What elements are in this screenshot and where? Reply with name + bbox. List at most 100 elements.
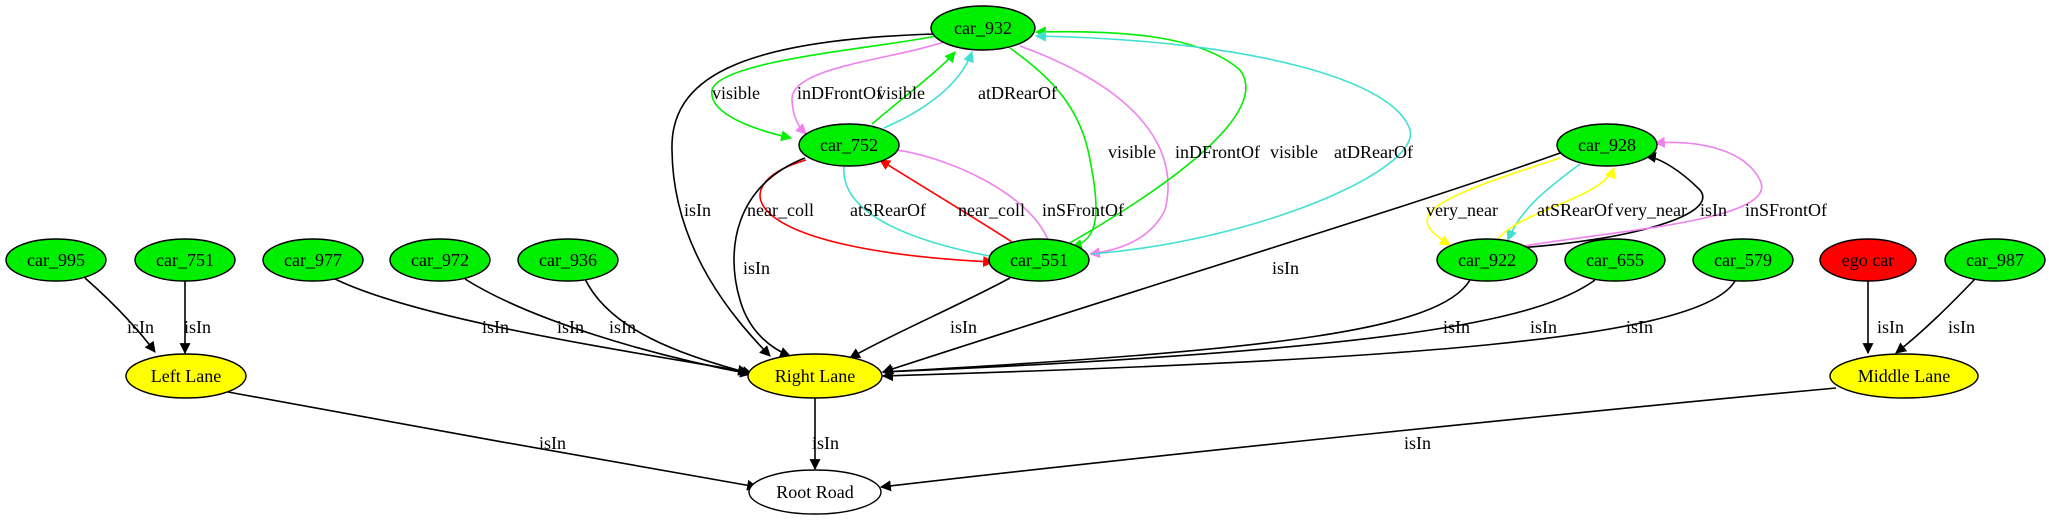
edge-label: isIn xyxy=(557,317,584,337)
edge-label: inDFrontOf xyxy=(1175,142,1260,162)
edge-label: isIn xyxy=(609,317,636,337)
edge-left_lane-root_road-isIn xyxy=(227,391,759,491)
node-ellipse xyxy=(1944,238,2046,282)
edge-label: very_near xyxy=(1615,200,1687,220)
node-label: car_922 xyxy=(1458,250,1516,270)
node-label: car_977 xyxy=(284,250,342,270)
edge-label: atSRearOf xyxy=(850,200,926,220)
edges-layer xyxy=(84,26,1976,492)
edge-label: inSFrontOf xyxy=(1042,200,1124,220)
edge-car_995-left_lane-isIn xyxy=(84,277,156,353)
node-label: car_551 xyxy=(1010,250,1068,270)
edge-label: isIn xyxy=(743,258,770,278)
edge-car_752-car_932-atDRearOf xyxy=(883,50,974,129)
edge-label: isIn xyxy=(1272,258,1299,278)
node-ellipse xyxy=(1564,238,1666,282)
edge-car_922-car_928-isIn xyxy=(1517,151,1704,249)
node-car-936: car_936 xyxy=(517,238,619,282)
edge-car_922-car_928-very_near xyxy=(1496,166,1616,241)
node-ellipse xyxy=(5,238,107,282)
edge-label: atSRearOf xyxy=(1537,200,1613,220)
edge-car_551-car_752-near_coll xyxy=(879,159,1013,243)
edge-car_977-right_lane-isIn xyxy=(334,278,750,376)
node-car-977: car_977 xyxy=(262,238,364,282)
edge-car_579-right_lane-isIn xyxy=(881,280,1736,382)
edge-car_752-car_932-visible xyxy=(871,51,956,125)
edge-label: inSFrontOf xyxy=(1745,200,1827,220)
node-ellipse xyxy=(125,353,247,399)
edge-car_928-car_922-atSRearOf xyxy=(1506,163,1581,242)
node-car-987: car_987 xyxy=(1944,238,2046,282)
node-ellipse xyxy=(134,238,236,282)
node-ellipse xyxy=(1819,238,1917,282)
node-ellipse xyxy=(517,238,619,282)
edge-label: very_near xyxy=(1426,200,1498,220)
edge-car_932-right_lane-isIn xyxy=(671,33,936,357)
node-label: car_655 xyxy=(1586,250,1644,270)
edge-label: atDRearOf xyxy=(1334,142,1413,162)
node-root-road: Root Road xyxy=(748,469,882,515)
edge-label: visible xyxy=(712,83,760,103)
edge-label: isIn xyxy=(812,433,839,453)
edge-car_928-right_lane-isIn xyxy=(881,151,1564,375)
edge-label: visible xyxy=(1270,142,1318,162)
node-ellipse xyxy=(748,469,882,515)
edge-label: isIn xyxy=(1877,317,1904,337)
node-label: car_752 xyxy=(820,135,878,155)
edge-label: near_coll xyxy=(747,200,814,220)
edge-car_972-right_lane-isIn xyxy=(464,278,752,378)
node-car-751: car_751 xyxy=(134,238,236,282)
node-left-lane: Left Lane xyxy=(125,353,247,399)
edge-label: isIn xyxy=(184,317,211,337)
edge-label: isIn xyxy=(1626,317,1653,337)
node-ellipse xyxy=(262,238,364,282)
node-label: Right Lane xyxy=(775,366,855,386)
edge-car_551-right_lane-isIn xyxy=(849,277,1011,359)
edge-car_987-middle_lane-isIn xyxy=(1895,278,1976,354)
node-ellipse xyxy=(798,123,900,167)
edge-label: visible xyxy=(1108,142,1156,162)
edge-car_752-car_551-atSRearOf xyxy=(843,165,1002,262)
node-car-995: car_995 xyxy=(5,238,107,282)
edge-car_932-car_551-inDFrontOf xyxy=(1019,45,1169,259)
node-right-lane: Right Lane xyxy=(747,353,883,399)
node-label: car_579 xyxy=(1714,250,1772,270)
node-ellipse xyxy=(1829,353,1979,399)
node-car-655: car_655 xyxy=(1564,238,1666,282)
edge-car_551-car_752-inSFrontOf xyxy=(881,143,1049,241)
edge-car_932-car_551-visible xyxy=(1009,47,1097,250)
node-label: Middle Lane xyxy=(1858,366,1950,386)
node-label: ego car xyxy=(1842,250,1894,270)
edge-car_932-car_752-inDFrontOf xyxy=(791,37,956,135)
edge-label: isIn xyxy=(482,317,509,337)
edge-label: near_coll xyxy=(958,200,1025,220)
node-ego-car: ego car xyxy=(1819,238,1917,282)
edge-car_936-right_lane-isIn xyxy=(584,278,754,377)
edge-label: isIn xyxy=(127,317,154,337)
edge-car_922-car_928-inSFrontOf xyxy=(1523,136,1763,247)
node-car-932: car_932 xyxy=(930,5,1036,51)
node-car-752: car_752 xyxy=(798,123,900,167)
edge-label: visible xyxy=(877,83,925,103)
edge-car_655-right_lane-isIn xyxy=(881,279,1596,378)
edge-label: isIn xyxy=(1948,317,1975,337)
node-label: Root Road xyxy=(776,482,854,502)
node-middle-lane: Middle Lane xyxy=(1829,353,1979,399)
edge-label: isIn xyxy=(1530,317,1557,337)
edge-middle_lane-root_road-isIn xyxy=(879,387,1837,492)
node-car-579: car_579 xyxy=(1692,238,1794,282)
edge-car_551-car_932-visible xyxy=(1034,26,1247,245)
edge-label: inDFrontOf xyxy=(797,83,882,103)
node-label: car_995 xyxy=(27,250,85,270)
edge-label: atDRearOf xyxy=(978,83,1057,103)
node-label: car_987 xyxy=(1966,250,2024,270)
node-label: car_751 xyxy=(156,250,214,270)
edge-label: isIn xyxy=(1700,200,1727,220)
node-ellipse xyxy=(1436,238,1538,282)
node-label: car_936 xyxy=(539,250,597,270)
edge-car_932-car_752-visible xyxy=(711,35,937,142)
node-label: Left Lane xyxy=(151,366,221,386)
